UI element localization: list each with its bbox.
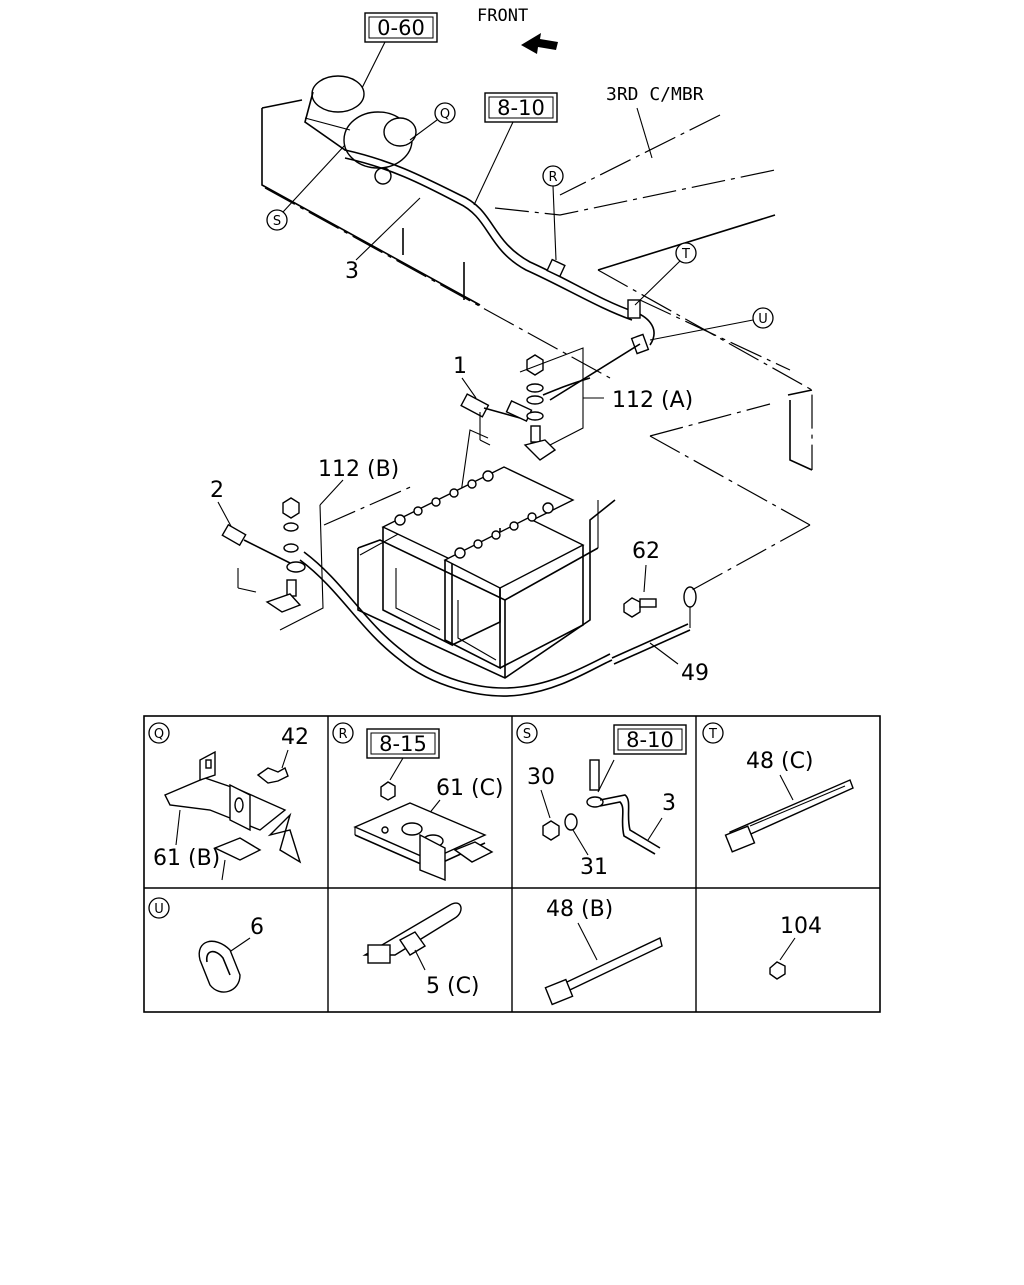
detail-panel-tie: 48 (B): [544, 897, 663, 1006]
chassis-frame: [261, 99, 813, 471]
svg-text:S: S: [273, 214, 281, 229]
detail-panel-clip: 5 (C): [362, 902, 480, 999]
svg-text:U: U: [758, 312, 768, 327]
member-label: 3RD C/MBR: [606, 84, 704, 105]
label-3-detail: 3: [662, 791, 676, 816]
nut-104-icon: [769, 961, 786, 980]
marker-r[interactable]: R: [542, 165, 564, 187]
detail-panel-q: Q 42 61 (B): [148, 722, 309, 881]
label-5c: 5 (C): [426, 974, 480, 999]
svg-text:8-15: 8-15: [379, 732, 427, 756]
label-48c: 48 (C): [746, 749, 814, 774]
label-31: 31: [580, 855, 608, 880]
cable-tie-48b: [544, 937, 663, 1006]
marker-t[interactable]: T: [675, 242, 697, 264]
ref-box-8-10-detail[interactable]: 8-10: [613, 724, 687, 755]
svg-text:8-10: 8-10: [626, 728, 674, 752]
label-48b: 48 (B): [546, 897, 613, 922]
detail-panel-t: T 48 (C): [702, 722, 854, 853]
svg-text:R: R: [338, 727, 347, 742]
cable-tie-48c: [724, 779, 854, 853]
starter-motor: [304, 75, 417, 185]
ref-8-10-text: 8-10: [497, 96, 545, 120]
svg-text:T: T: [708, 727, 717, 742]
marker-u[interactable]: U: [752, 307, 774, 329]
detail-panel-s: S 8-10 30 3 31: [516, 722, 687, 880]
ref-0-60-text: 0-60: [377, 16, 425, 40]
part-label-1: 1: [453, 354, 467, 379]
label-61c: 61 (C): [436, 776, 504, 801]
svg-text:S: S: [523, 727, 531, 742]
marker-q[interactable]: Q: [434, 102, 456, 124]
svg-text:R: R: [548, 170, 557, 185]
detail-panel-r: R 8-15 61 (C): [332, 722, 504, 882]
part-label-3: 3: [345, 259, 359, 284]
front-arrow-icon: [521, 33, 558, 54]
label-30: 30: [527, 765, 555, 790]
detail-grid: [143, 715, 881, 1013]
cable-2-assembly: 2 112 (B): [210, 457, 691, 697]
front-label: FRONT: [477, 6, 528, 26]
marker-s[interactable]: S: [266, 209, 288, 231]
part-label-112b: 112 (B): [318, 457, 399, 482]
label-6: 6: [250, 915, 264, 940]
cable-1-assembly: 1 112 (A): [453, 347, 693, 461]
svg-text:U: U: [154, 902, 164, 917]
part-label-62: 62: [632, 539, 660, 564]
part-label-2: 2: [210, 478, 224, 503]
detail-panel-nut: 104: [769, 914, 822, 980]
svg-text:Q: Q: [440, 107, 450, 122]
ref-box-8-10[interactable]: 8-10: [484, 92, 558, 123]
label-104: 104: [780, 914, 822, 939]
part-label-49: 49: [681, 661, 709, 686]
svg-text:T: T: [681, 247, 690, 262]
ref-box-8-15[interactable]: 8-15: [366, 728, 440, 759]
bolt-62: 62: [623, 435, 811, 628]
battery-tray: [357, 429, 616, 679]
battery-cable-3: [344, 149, 655, 401]
main-assembly: FRONT 0-60 8-10 3RD C/MBR: [210, 6, 813, 697]
label-42: 42: [281, 725, 309, 750]
label-61b: 61 (B): [153, 846, 220, 871]
ref-box-0-60[interactable]: 0-60: [364, 12, 438, 43]
detail-panel-u: U 6: [148, 897, 264, 993]
part-label-112a: 112 (A): [612, 388, 693, 413]
battery-caps: [394, 470, 554, 559]
svg-text:Q: Q: [154, 727, 164, 742]
